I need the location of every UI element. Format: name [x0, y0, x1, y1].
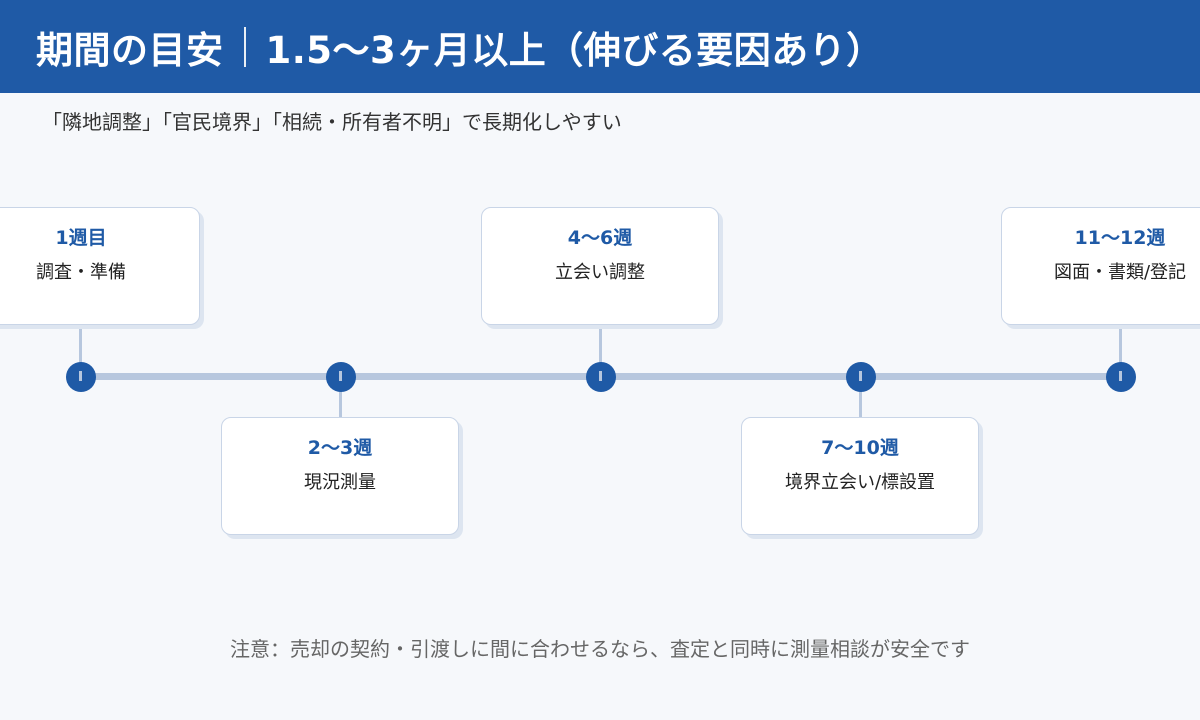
step-period: 11〜12週 — [1074, 227, 1166, 249]
connector-step-1 — [79, 326, 82, 376]
step-period: 2〜3週 — [307, 437, 373, 459]
step-card-4: 7〜10週 境界立会い/標設置 — [741, 417, 979, 535]
step-card-3: 4〜6週 立会い調整 — [481, 207, 719, 325]
timeline-node-5 — [1106, 362, 1136, 392]
caution-note: 注意：売却の契約・引渡しに間に合わせるなら、査定と同時に測量相談が安全です — [230, 637, 970, 661]
header-duration: 1.5〜3ヶ月以上（伸びる要因あり） — [265, 28, 884, 72]
connector-step-2 — [339, 376, 342, 418]
step-card-5: 11〜12週 図面・書類/登記 — [1001, 207, 1200, 325]
step-period: 7〜10週 — [821, 437, 899, 459]
step-card-2: 2〜3週 現況測量 — [221, 417, 459, 535]
timeline-node-2 — [326, 362, 356, 392]
step-task: 調査・準備 — [36, 262, 126, 283]
header-divider — [243, 26, 246, 67]
connector-step-4 — [859, 376, 862, 418]
header-bar: 期間の目安 1.5〜3ヶ月以上（伸びる要因あり） — [0, 0, 1200, 93]
header-title: 期間の目安 — [36, 28, 224, 72]
step-task: 図面・書類/登記 — [1053, 262, 1187, 283]
step-period: 1週目 — [55, 227, 107, 249]
timeline-node-1 — [66, 362, 96, 392]
step-task: 現況測量 — [304, 472, 376, 493]
connector-step-3 — [599, 326, 602, 376]
step-task: 立会い調整 — [555, 262, 645, 283]
step-period: 4〜6週 — [567, 227, 633, 249]
subtitle: 「隣地調整」「官民境界」「相続・所有者不明」で長期化しやすい — [42, 110, 622, 134]
connector-step-5 — [1119, 326, 1122, 376]
step-task: 境界立会い/標設置 — [784, 472, 936, 493]
timeline-node-3 — [586, 362, 616, 392]
timeline-node-4 — [846, 362, 876, 392]
step-card-1: 1週目 調査・準備 — [0, 207, 200, 325]
